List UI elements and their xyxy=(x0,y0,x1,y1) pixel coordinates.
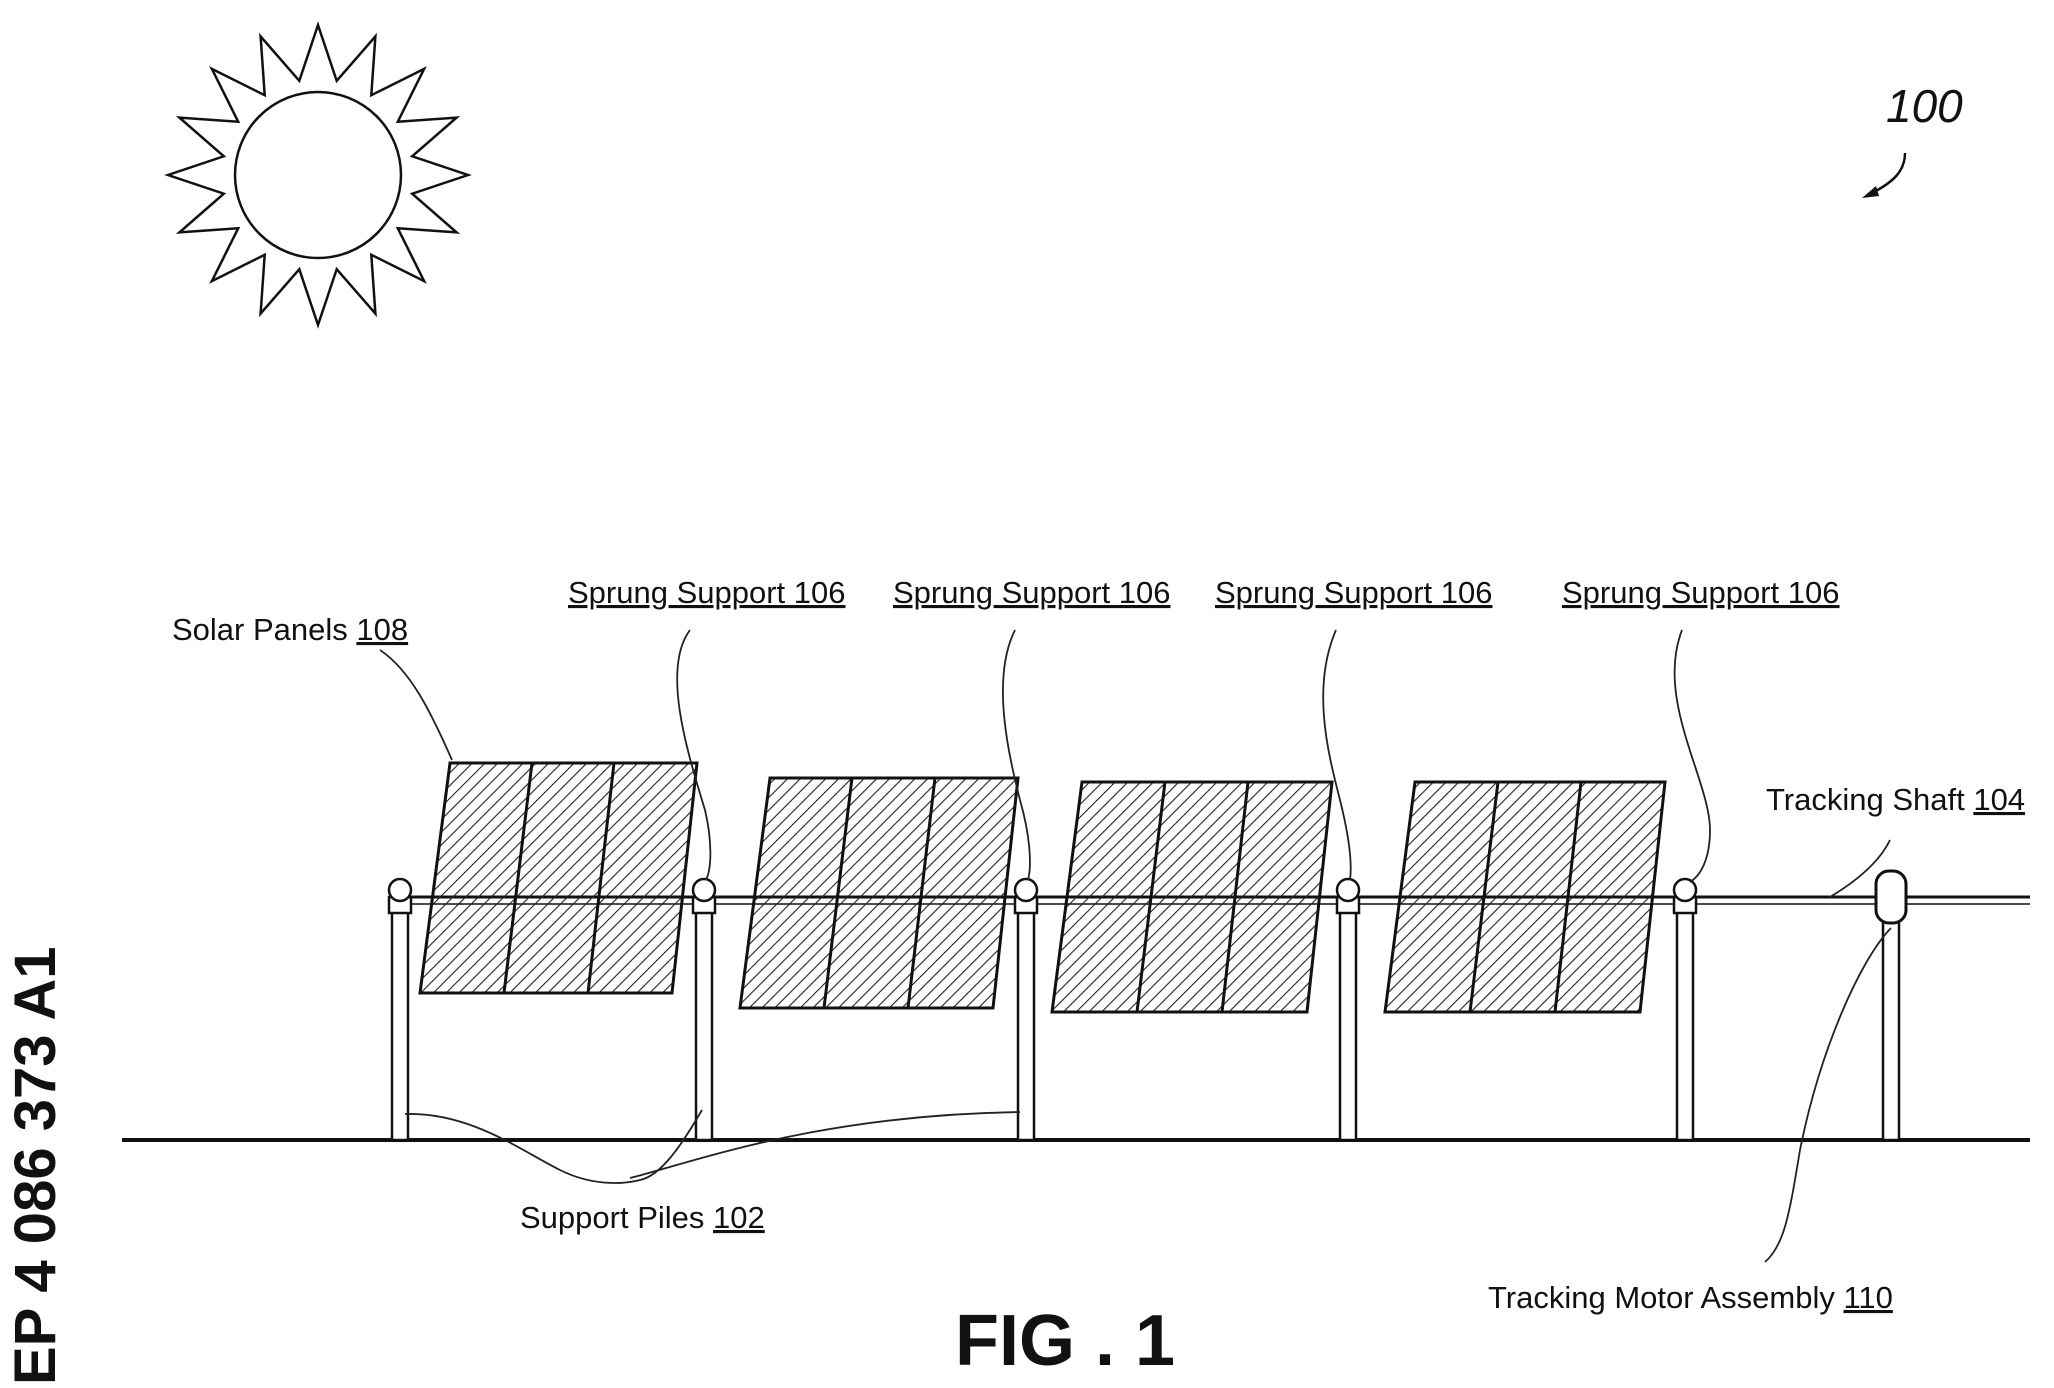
tracking-motor xyxy=(1876,871,1906,923)
sun-icon xyxy=(168,25,468,325)
label-solar-panels: Solar Panels 108 xyxy=(172,612,408,647)
label-tracking-motor-assembly: Tracking Motor Assembly 110 xyxy=(1488,1280,1893,1315)
publication-number: EP 4 086 373 A1 xyxy=(3,946,68,1385)
label-support-piles: Support Piles 102 xyxy=(520,1200,765,1235)
solar-panel xyxy=(420,763,697,993)
label-sprung-support: Sprung Support 106 xyxy=(893,575,1171,610)
solar-panel xyxy=(740,778,1018,1008)
sprung-support xyxy=(1337,879,1359,901)
solar-panel xyxy=(1052,782,1332,1012)
sprung-support xyxy=(1674,879,1696,901)
label-sprung-support: Sprung Support 106 xyxy=(1562,575,1840,610)
figure-caption: FIG . 1 xyxy=(955,1301,1175,1381)
support-pile xyxy=(1883,912,1899,1140)
support-pile xyxy=(389,879,411,1140)
label-sprung-support: Sprung Support 106 xyxy=(1215,575,1493,610)
support-pile xyxy=(1337,897,1359,1140)
sprung-support xyxy=(1015,879,1037,901)
support-pile xyxy=(693,897,715,1140)
support-pile xyxy=(1674,897,1696,1140)
reference-number: 100 xyxy=(1886,80,1963,132)
reference-arrow xyxy=(1862,153,1905,198)
sprung-support xyxy=(693,879,715,901)
label-sprung-support: Sprung Support 106 xyxy=(568,575,846,610)
solar-panel xyxy=(1385,782,1665,1012)
support-pile xyxy=(1015,897,1037,1140)
label-tracking-shaft: Tracking Shaft 104 xyxy=(1766,782,2025,817)
